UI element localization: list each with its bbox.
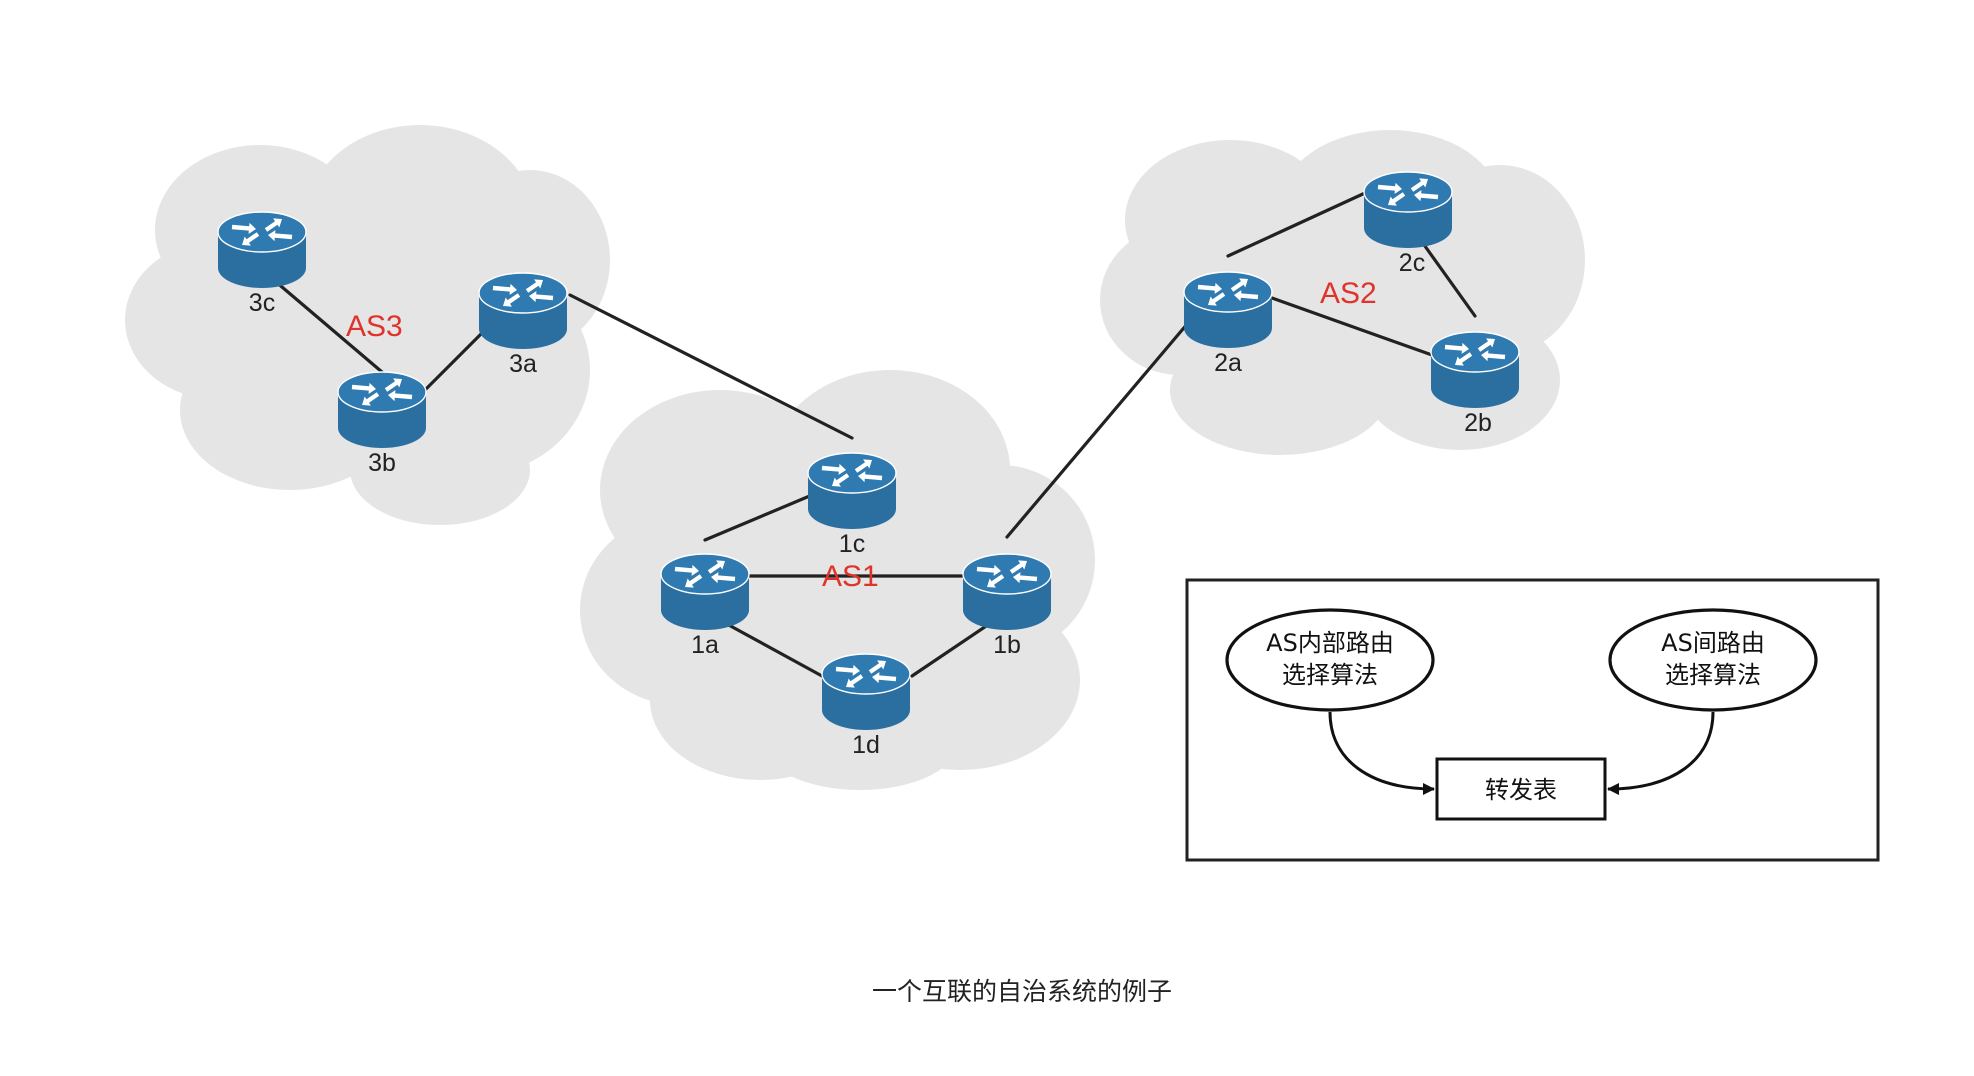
intra-to-table-arrow <box>1328 711 1435 795</box>
router-2b[interactable] <box>1430 331 1520 408</box>
router-1a[interactable] <box>660 553 750 630</box>
inter-as-line1: AS间路由 <box>1661 629 1765 657</box>
as2-label: AS2 <box>1320 277 1377 310</box>
router-3a[interactable] <box>478 272 568 349</box>
link-2a-2c <box>1226 191 1367 258</box>
inter-as-line2: 选择算法 <box>1665 661 1761 689</box>
link-1b-2a <box>1005 321 1190 539</box>
router-label-2a: 2a <box>1214 349 1242 377</box>
router-label-3a: 3a <box>509 350 537 378</box>
link-3b-3a <box>418 328 487 397</box>
link-2a-2b <box>1270 296 1434 357</box>
intra-as-algorithm-node: AS内部路由 选择算法 <box>1225 608 1435 712</box>
figure-caption: 一个互联的自治系统的例子 <box>872 977 1172 1006</box>
router-label-3b: 3b <box>368 449 396 477</box>
router-3c[interactable] <box>217 211 307 288</box>
router-1d[interactable] <box>821 653 911 730</box>
as3-label: AS3 <box>346 310 403 343</box>
routers-layer: 1a 1b 1c 1d 2a 2b 2c 3a 3b 3c <box>217 171 1520 759</box>
router-label-2b: 2b <box>1464 409 1492 437</box>
router-1b[interactable] <box>962 553 1052 630</box>
intra-as-line2: 选择算法 <box>1282 661 1378 689</box>
router-label-1b: 1b <box>993 631 1021 659</box>
inter-to-table-arrow <box>1607 711 1715 795</box>
forwarding-table-node: 转发表 <box>1435 757 1607 821</box>
as1-cloud <box>580 370 1095 790</box>
router-label-1c: 1c <box>839 530 865 558</box>
router-label-1d: 1d <box>852 731 880 759</box>
routing-legend: AS内部路由 选择算法 AS间路由 选择算法 转发表 <box>1185 578 1880 862</box>
inter-as-algorithm-node: AS间路由 选择算法 <box>1608 608 1818 712</box>
router-label-1a: 1a <box>691 631 719 659</box>
router-2c[interactable] <box>1363 171 1453 248</box>
router-1c[interactable] <box>807 452 897 529</box>
link-1c-1a <box>703 493 814 542</box>
links-layer <box>260 191 1477 678</box>
router-3b[interactable] <box>337 371 427 448</box>
link-3a-1c <box>568 293 854 440</box>
link-3c-3b <box>260 268 384 374</box>
forwarding-table-label: 转发表 <box>1485 776 1557 804</box>
as1-label: AS1 <box>822 560 879 593</box>
router-2a[interactable] <box>1183 271 1273 348</box>
intra-as-line1: AS内部路由 <box>1266 629 1394 657</box>
router-label-2c: 2c <box>1399 249 1425 277</box>
router-label-3c: 3c <box>249 289 275 317</box>
